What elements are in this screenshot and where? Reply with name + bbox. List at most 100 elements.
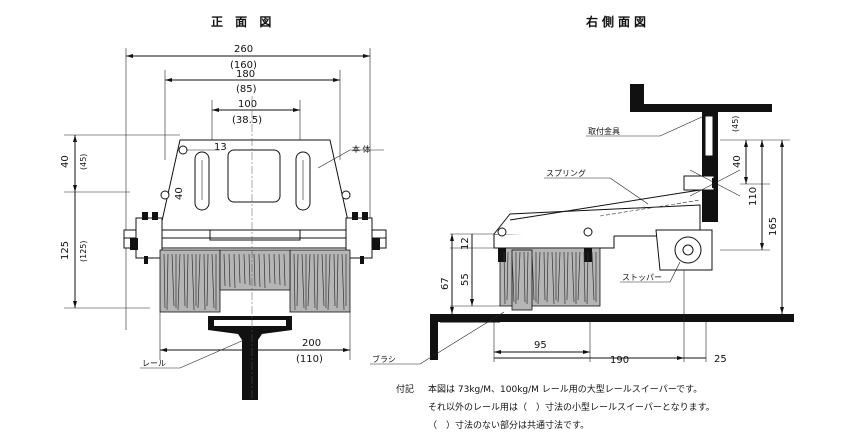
bristle-stroke bbox=[183, 253, 186, 307]
notes-line-2: それ以外のレール用は（ ）寸法の小型レールスイーパーとなります。 bbox=[428, 401, 715, 413]
bristle-stroke bbox=[571, 251, 575, 303]
bristle-stroke bbox=[557, 251, 561, 303]
dim-mid-width: 180 (85) bbox=[164, 69, 341, 160]
dim-100: 100 bbox=[238, 99, 257, 110]
bristle-stroke bbox=[537, 251, 541, 305]
dim-40: 40 bbox=[60, 155, 71, 168]
label-stopper: ストッパー bbox=[620, 261, 681, 283]
bristle-stroke bbox=[566, 251, 569, 301]
label-rail: レール bbox=[140, 339, 245, 369]
label-bracket-text: 取付金具 bbox=[588, 126, 620, 136]
bristle-stroke bbox=[263, 253, 266, 289]
bristle-stroke bbox=[293, 253, 296, 311]
bristle-stroke bbox=[316, 253, 319, 311]
bristle-stroke bbox=[336, 253, 339, 309]
bristle-stroke bbox=[301, 253, 305, 309]
dim-side-110: 110 bbox=[748, 187, 759, 206]
label-brush-text: ブラシ bbox=[372, 354, 396, 364]
dim-45-small: (45) bbox=[79, 154, 88, 170]
dim-160: (160) bbox=[230, 60, 257, 71]
dim-side-40: 40 bbox=[732, 155, 743, 168]
brush-left bbox=[159, 249, 221, 313]
label-brush: ブラシ bbox=[370, 311, 505, 365]
bristle-stroke bbox=[258, 253, 261, 288]
notes-line-3: （ ）寸法のない部分は共通寸法です。 bbox=[428, 419, 589, 431]
bristle-stroke bbox=[203, 253, 206, 311]
bristle-stroke bbox=[211, 253, 215, 309]
label-body: 本 体 bbox=[317, 144, 384, 169]
bristle-stroke bbox=[531, 251, 535, 301]
label-body-text: 本 体 bbox=[352, 144, 371, 154]
bristle-stroke bbox=[313, 253, 316, 309]
bristle-stroke bbox=[333, 253, 336, 307]
bristle-stroke bbox=[563, 251, 566, 305]
bristle-stroke bbox=[583, 251, 586, 303]
bristle-stroke bbox=[191, 253, 195, 311]
bristle-stroke bbox=[233, 253, 236, 289]
notes: 付記 本図は 73kg/M、100kg/M レール用の大型レールスイーパーです。… bbox=[396, 383, 715, 431]
notes-heading: 付記 bbox=[396, 383, 414, 395]
dim-260: 260 bbox=[234, 44, 253, 55]
bristle-stroke bbox=[248, 253, 251, 286]
bristle-stroke bbox=[283, 253, 286, 287]
bristle-stroke bbox=[186, 253, 189, 309]
dim-side-165: 165 bbox=[768, 217, 779, 236]
dim-180: 180 bbox=[236, 69, 255, 80]
dim-side-45-small: (45) bbox=[731, 116, 740, 132]
sweeper-body: 13 40 bbox=[159, 139, 351, 231]
label-spring: スプリング bbox=[544, 168, 649, 205]
dim-200: 200 bbox=[302, 338, 321, 349]
bristle-stroke bbox=[238, 253, 241, 284]
bristle-stroke bbox=[171, 253, 175, 307]
brush-right bbox=[289, 249, 351, 313]
bristle-stroke bbox=[273, 253, 276, 285]
bristle-stroke bbox=[577, 251, 581, 301]
bristle-stroke bbox=[327, 253, 331, 311]
side-brush-bristles bbox=[503, 251, 597, 305]
dim-125: 125 bbox=[60, 241, 71, 260]
bristle-stroke bbox=[523, 251, 526, 303]
dim-side-25: 25 bbox=[714, 354, 727, 365]
bristle-stroke bbox=[296, 253, 299, 307]
dim-side-190: 190 bbox=[610, 355, 629, 366]
bristle-stroke bbox=[228, 253, 231, 288]
dim-110: (110) bbox=[296, 354, 323, 365]
dim-side-55: 55 bbox=[460, 273, 471, 286]
dim-125-small: (125) bbox=[79, 240, 88, 262]
dim-38-5: (38.5) bbox=[232, 115, 262, 126]
bristle-stroke bbox=[506, 251, 509, 301]
front-view: 正 面 図 260 (160) 180 (85) bbox=[60, 15, 387, 400]
floor-slab bbox=[430, 314, 794, 360]
bristle-stroke bbox=[268, 253, 271, 284]
bristle-stroke bbox=[278, 253, 281, 286]
dim-13: 13 bbox=[214, 142, 227, 153]
dim-side-67: 67 bbox=[440, 277, 451, 290]
bristle-stroke bbox=[526, 251, 529, 305]
base-plate bbox=[123, 212, 387, 264]
bristle-stroke bbox=[341, 253, 345, 311]
bristle-stroke bbox=[243, 253, 246, 285]
bristle-stroke bbox=[517, 251, 521, 301]
bristle-stroke bbox=[177, 253, 181, 311]
bristle-stroke bbox=[163, 253, 166, 309]
side-dims-left: 12 67 55 bbox=[440, 233, 500, 314]
bristle-stroke bbox=[543, 251, 546, 301]
front-view-title: 正 面 図 bbox=[211, 15, 275, 29]
dim-slot-40: 40 bbox=[174, 187, 185, 200]
bristle-stroke bbox=[503, 251, 506, 305]
dim-height-left: 40 (45) 125 (125) bbox=[60, 134, 180, 309]
side-dims-bottom: 95 190 25 bbox=[493, 270, 727, 366]
stopper bbox=[655, 229, 713, 271]
notes-line-1: 本図は 73kg/M、100kg/M レール用の大型レールスイーパーです。 bbox=[428, 383, 702, 395]
bristle-stroke bbox=[206, 253, 209, 307]
bristle-stroke bbox=[591, 251, 595, 301]
label-bracket: 取付金具 bbox=[586, 115, 705, 137]
dim-85: (85) bbox=[236, 84, 257, 95]
dim-overall-width: 260 (160) bbox=[125, 44, 371, 330]
bristle-stroke bbox=[253, 253, 256, 287]
dim-side-12: 12 bbox=[460, 237, 471, 250]
spring-arm bbox=[509, 169, 741, 221]
bristle-stroke bbox=[197, 253, 201, 309]
brush-bristles bbox=[163, 253, 347, 311]
